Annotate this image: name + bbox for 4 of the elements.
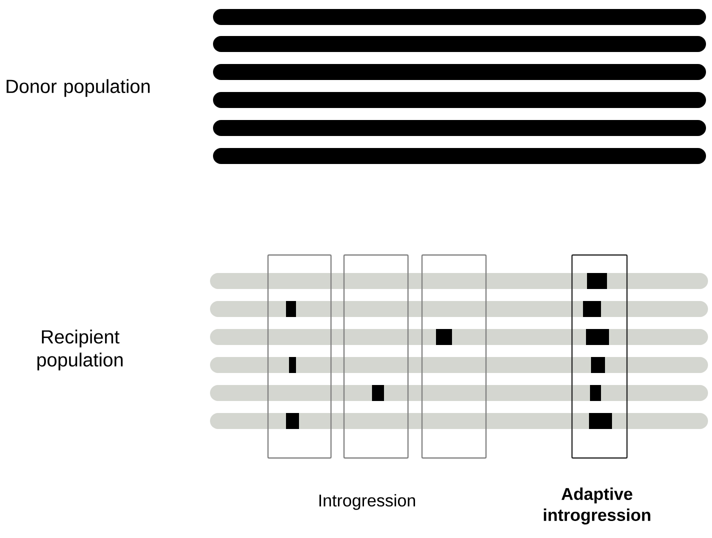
group-label: Adaptive introgression	[544, 488, 650, 524]
population-label: Recipient population	[37, 330, 123, 370]
population-label: Donor population	[6, 79, 150, 97]
group-label: Introgression	[319, 494, 416, 510]
